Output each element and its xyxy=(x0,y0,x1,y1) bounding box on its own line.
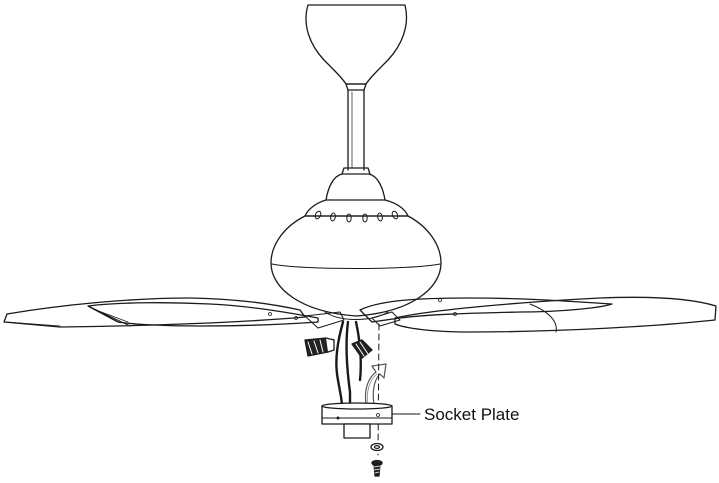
motor-housing xyxy=(271,174,441,320)
blade-inner-left xyxy=(88,303,318,326)
downrod xyxy=(342,90,370,174)
blade-right-upper xyxy=(360,298,612,322)
blade-right xyxy=(395,297,716,332)
blade-left xyxy=(4,298,305,327)
wiring xyxy=(305,322,372,406)
washer xyxy=(371,444,383,451)
socket-plate-label: Socket Plate xyxy=(424,405,520,424)
socket-plate xyxy=(322,403,392,438)
vent-holes xyxy=(314,210,399,222)
curved-arrow xyxy=(365,364,386,404)
wire-nut-right xyxy=(352,340,372,358)
canopy xyxy=(306,5,407,90)
wire-nut-left xyxy=(305,338,334,356)
alignment-dashed-line xyxy=(378,324,379,455)
fan-blades xyxy=(4,297,716,332)
screw-icon xyxy=(372,461,382,477)
